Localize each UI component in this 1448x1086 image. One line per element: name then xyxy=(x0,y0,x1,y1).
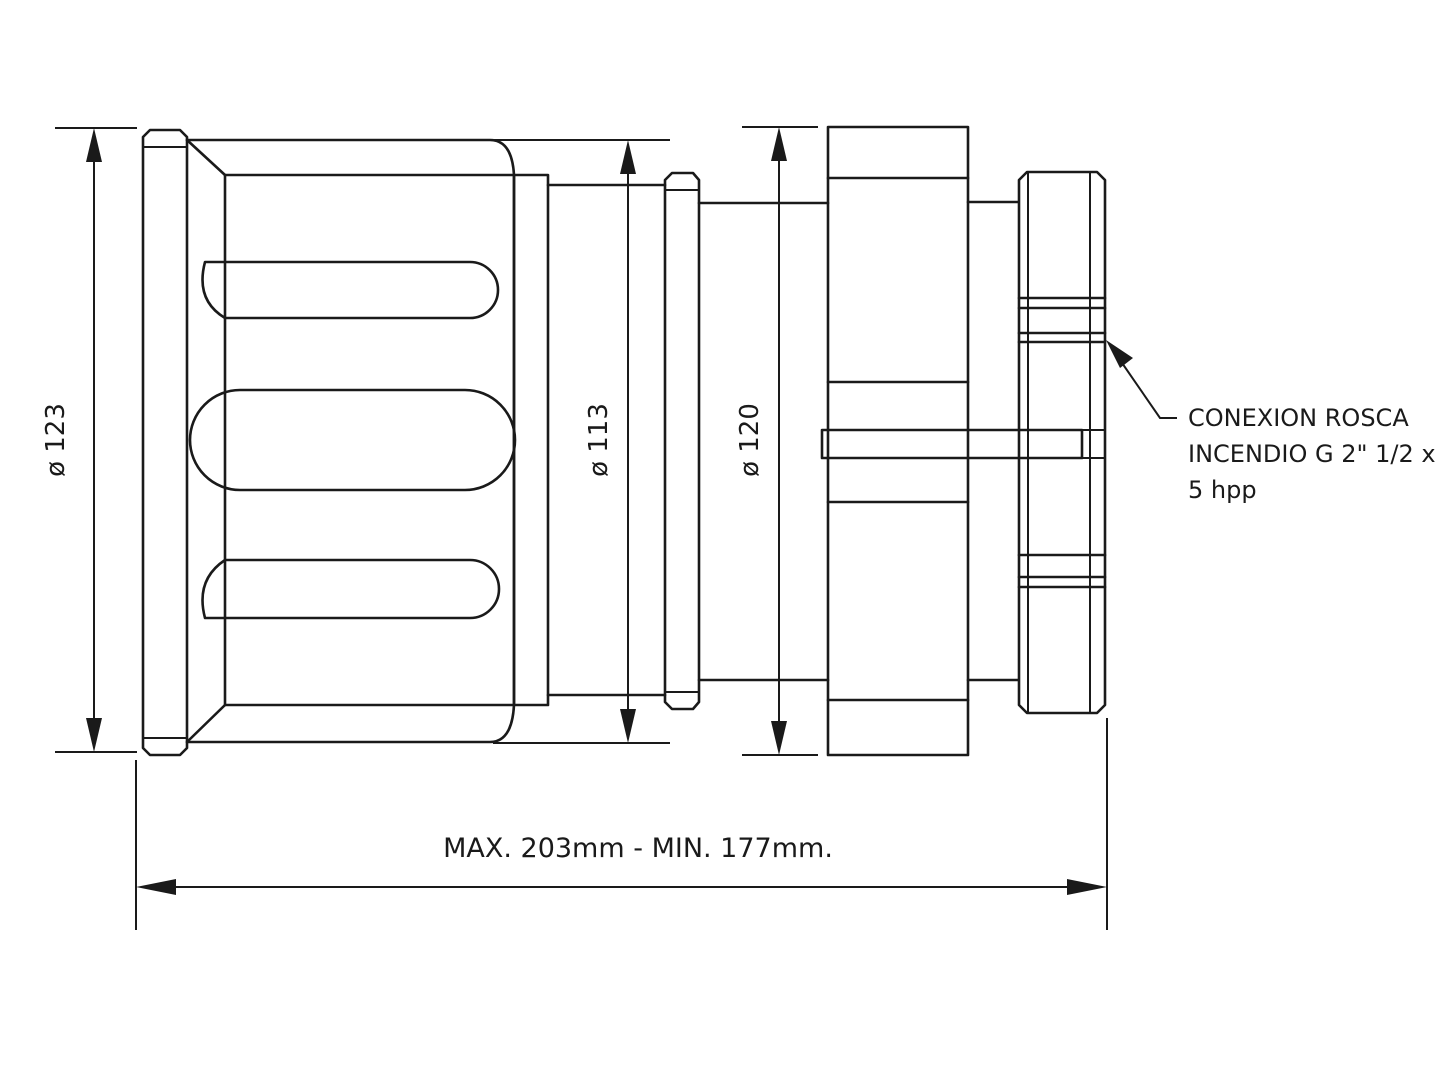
small-ring xyxy=(663,171,701,711)
callout-leader xyxy=(1106,340,1177,419)
coupling-body xyxy=(185,138,516,744)
callout-line-3: 5 hpp xyxy=(1188,476,1257,504)
callout-text: CONEXION ROSCA INCENDIO G 2" 1/2 x 5 hpp xyxy=(1188,404,1436,504)
threaded-connector xyxy=(1017,170,1107,715)
grip-slot-bottom xyxy=(201,558,501,620)
neck-section xyxy=(512,173,667,707)
dimension-label-d123: ø 123 xyxy=(41,403,71,477)
grip-slot-middle xyxy=(188,388,517,492)
total-length-label: MAX. 203mm - MIN. 177mm. xyxy=(443,833,833,864)
callout-line-1: CONEXION ROSCA xyxy=(1188,404,1409,432)
callout-line-2: INCENDIO G 2" 1/2 x xyxy=(1188,440,1436,468)
lock-bar xyxy=(820,428,1105,460)
left-flange-ring xyxy=(141,128,189,757)
dimension-d113: ø 113 xyxy=(493,139,670,744)
grip-slot-top xyxy=(201,260,500,320)
dimension-d123: ø 123 xyxy=(41,127,137,753)
dimension-label-d120: ø 120 xyxy=(735,403,765,477)
pipe-section xyxy=(697,201,830,682)
pipe-section-right xyxy=(966,200,1020,682)
dimension-d120: ø 120 xyxy=(735,126,818,756)
dimension-total-length: MAX. 203mm - MIN. 177mm. xyxy=(135,718,1108,930)
hex-nut-large xyxy=(826,125,970,757)
dimension-label-d113: ø 113 xyxy=(584,403,614,477)
